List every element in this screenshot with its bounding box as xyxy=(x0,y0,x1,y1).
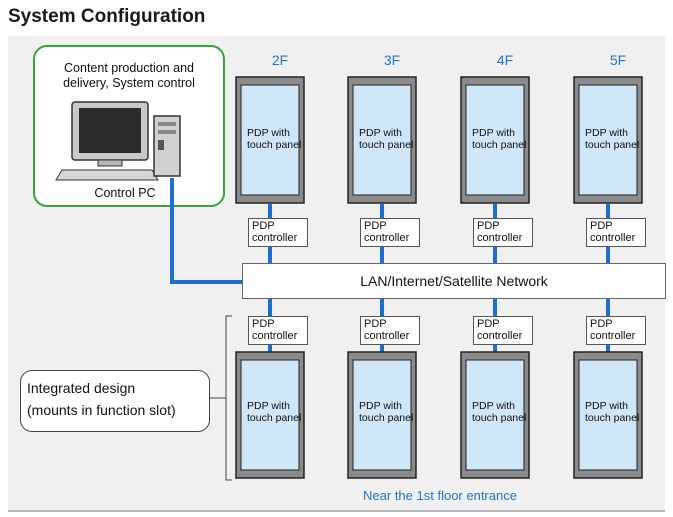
pdp-label-3f: PDP with touch panel xyxy=(359,127,413,151)
pdp-controller-1f-c: PDP controller xyxy=(473,316,533,345)
control-pc-caption: Control PC xyxy=(94,186,156,200)
pdp-monitor-1f-a xyxy=(235,351,305,479)
pdp-label-3f-line-1: PDP with xyxy=(359,127,402,139)
pdp-controller-5f: PDP controller xyxy=(586,218,646,247)
pdp-label-4f-line-1: PDP with xyxy=(472,127,515,139)
integrated-design-bracket xyxy=(225,315,232,481)
pdp-monitor-1f-b xyxy=(347,351,417,479)
floor-label-5f: 5F xyxy=(609,52,627,68)
floor-label-4f: 4F xyxy=(496,52,514,68)
divider xyxy=(8,510,665,512)
pdp-controller-4f-line-2: controller xyxy=(477,232,523,244)
pdp-controller-2f-line-2: controller xyxy=(252,232,298,244)
pdp-label-1f-a-line-2: touch panel xyxy=(247,412,302,424)
pdp-label-4f-line-2: touch panel xyxy=(472,139,527,151)
pdp-controller-1f-a: PDP controller xyxy=(248,316,308,345)
floor-label-2f: 2F xyxy=(271,52,289,68)
pdp-controller-1f-b-line-1: PDP xyxy=(364,318,387,330)
pdp-label-5f-line-1: PDP with xyxy=(585,127,628,139)
pdp-controller-5f-line-2: controller xyxy=(590,232,636,244)
network-links xyxy=(170,178,610,352)
integrated-design-line-1: Integrated design xyxy=(27,380,136,396)
pdp-label-1f-d-line-1: PDP with xyxy=(585,400,628,412)
pc-to-network-link xyxy=(170,178,242,284)
pdp-monitor-4f xyxy=(460,76,530,204)
pdp-controller-1f-b-line-2: controller xyxy=(364,330,410,342)
pdp-label-1f-b-line-1: PDP with xyxy=(359,400,402,412)
pdp-controller-5f-line-1: PDP xyxy=(590,220,613,232)
floor-label-3f: 3F xyxy=(383,52,401,68)
pdp-controller-4f: PDP controller xyxy=(473,218,533,247)
entrance-label: Near the 1st floor entrance xyxy=(363,488,517,503)
integrated-design-line-2: (mounts in function slot) xyxy=(27,402,176,418)
pdp-controller-1f-d-line-1: PDP xyxy=(590,318,613,330)
pdp-controller-3f-line-1: PDP xyxy=(364,220,387,232)
pdp-label-2f-line-2: touch panel xyxy=(247,139,302,151)
pdp-label-2f-line-1: PDP with xyxy=(247,127,290,139)
pdp-monitor-1f-d xyxy=(573,351,643,479)
integrated-design-callout: Integrated design (mounts in function sl… xyxy=(20,370,210,432)
pdp-label-5f-line-2: touch panel xyxy=(585,139,640,151)
pdp-controller-3f-line-2: controller xyxy=(364,232,410,244)
pdp-monitor-5f xyxy=(573,76,643,204)
computer-icon xyxy=(55,101,181,181)
pdp-label-5f: PDP with touch panel xyxy=(585,127,639,151)
pdp-label-4f: PDP with touch panel xyxy=(472,127,526,151)
pdp-label-1f-d-line-2: touch panel xyxy=(585,412,640,424)
pdp-monitor-1f-c xyxy=(460,351,530,479)
pdp-controller-2f-line-1: PDP xyxy=(252,220,275,232)
pdp-controller-1f-c-line-2: controller xyxy=(477,330,523,342)
pdp-controller-1f-b: PDP controller xyxy=(360,316,420,345)
pdp-label-1f-a-line-1: PDP with xyxy=(247,400,290,412)
pdp-controller-1f-a-line-2: controller xyxy=(252,330,298,342)
pdp-label-1f-b-line-2: touch panel xyxy=(359,412,414,424)
pdp-controller-4f-line-1: PDP xyxy=(477,220,500,232)
pdp-controller-1f-a-line-1: PDP xyxy=(252,318,275,330)
pdp-label-1f-d: PDP with touch panel xyxy=(585,400,639,424)
pdp-label-3f-line-2: touch panel xyxy=(359,139,414,151)
network-box: LAN/Internet/Satellite Network xyxy=(242,263,666,299)
pdp-controller-1f-d-line-2: controller xyxy=(590,330,636,342)
pdp-label-1f-c: PDP with touch panel xyxy=(472,400,526,424)
pdp-label-1f-c-line-2: touch panel xyxy=(472,412,527,424)
pdp-controller-1f-c-line-1: PDP xyxy=(477,318,500,330)
pdp-controller-3f: PDP controller xyxy=(360,218,420,247)
control-pc-description-line-2: delivery, System control xyxy=(63,76,195,90)
control-pc-description-line-1: Content production and xyxy=(64,61,194,75)
pdp-controller-2f: PDP controller xyxy=(248,218,308,247)
pdp-label-2f: PDP with touch panel xyxy=(247,127,301,151)
pdp-monitor-3f xyxy=(347,76,417,204)
pdp-monitor-2f xyxy=(235,76,305,204)
pdp-label-1f-c-line-1: PDP with xyxy=(472,400,515,412)
pdp-label-1f-b: PDP with touch panel xyxy=(359,400,413,424)
control-pc-description: Content production and delivery, System … xyxy=(33,61,225,91)
pdp-label-1f-a: PDP with touch panel xyxy=(247,400,301,424)
page-title: System Configuration xyxy=(8,6,206,27)
pdp-controller-1f-d: PDP controller xyxy=(586,316,646,345)
